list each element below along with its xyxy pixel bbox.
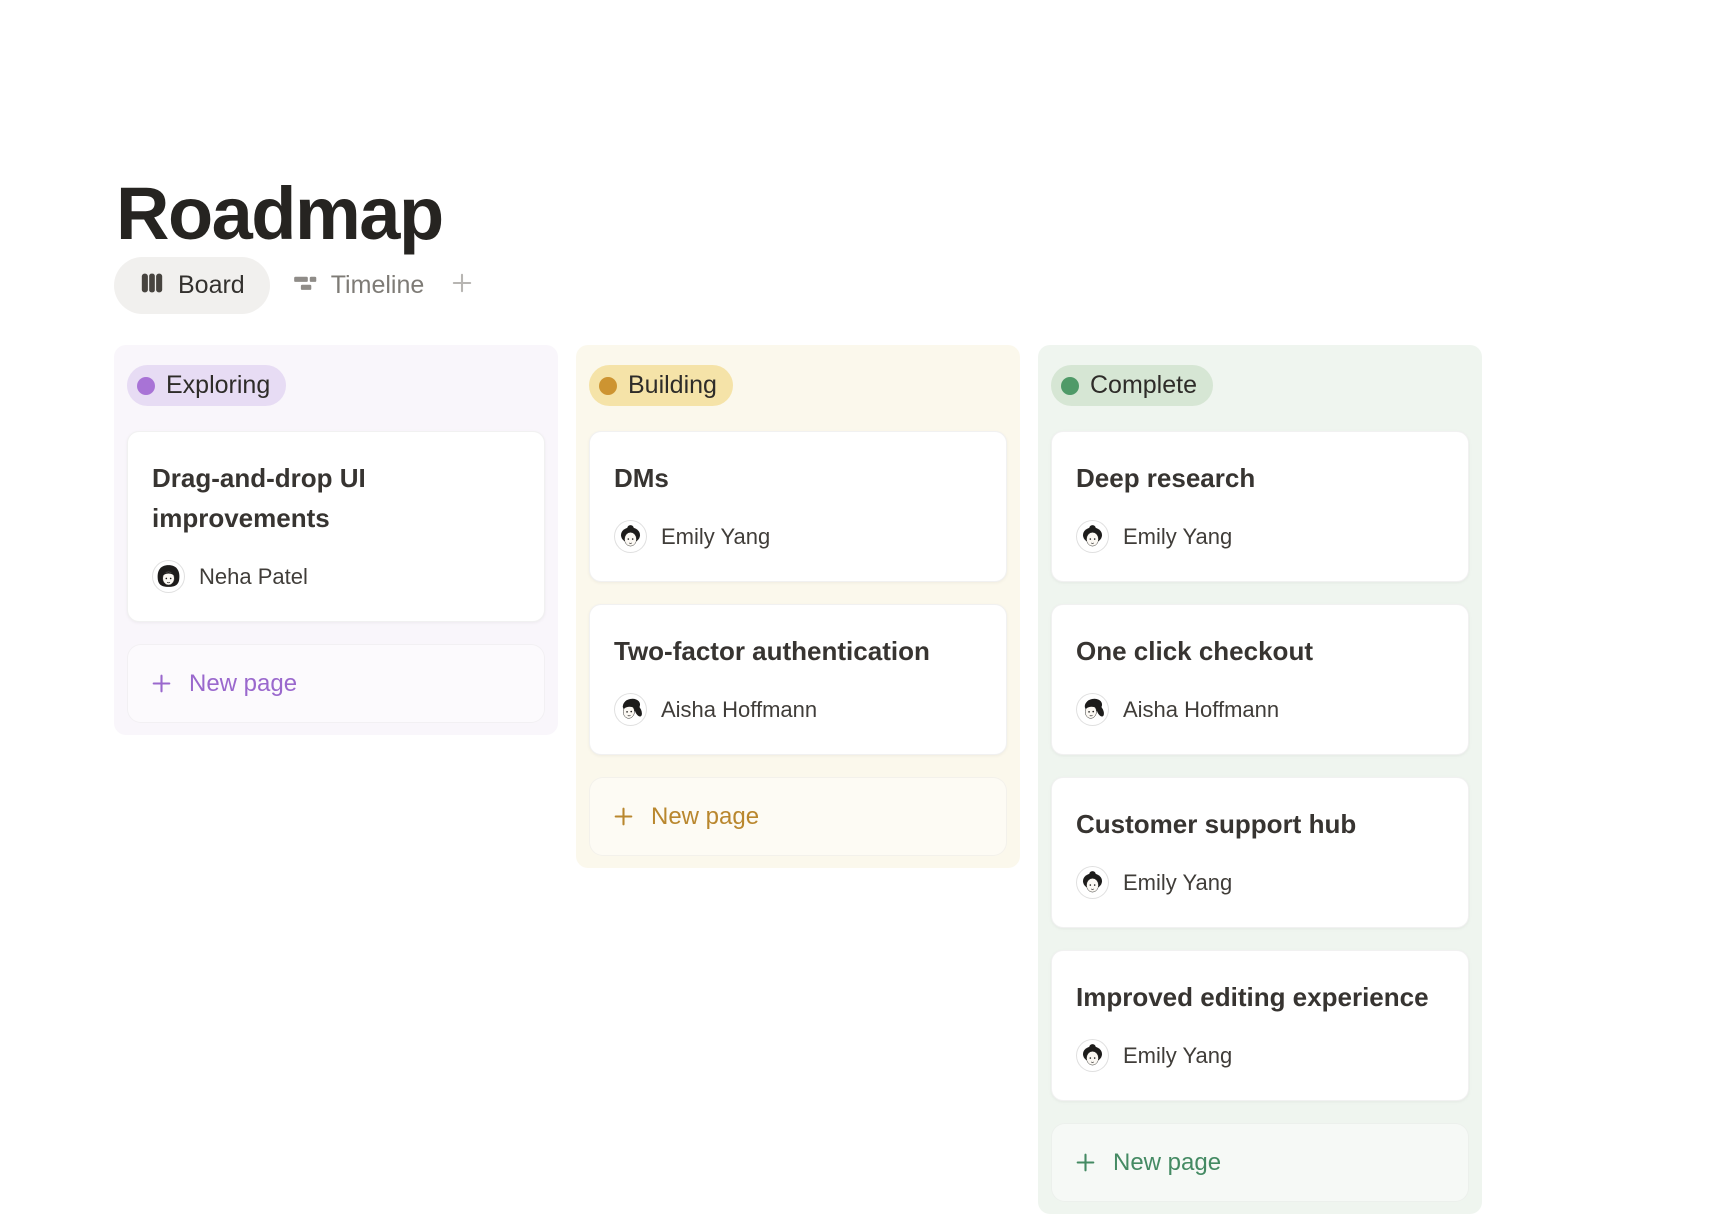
card-title: DMs xyxy=(614,463,669,493)
card-one-click-checkout[interactable]: One click checkout Aisha Hoffmann xyxy=(1051,604,1469,755)
column-label: Complete xyxy=(1090,371,1197,399)
status-dot-exploring xyxy=(137,376,155,395)
column-badge-complete[interactable]: Complete xyxy=(1051,365,1213,406)
card-customer-support-hub[interactable]: Customer support hub Emily Yang xyxy=(1051,777,1469,928)
status-dot-building xyxy=(599,376,617,395)
tab-timeline-label: Timeline xyxy=(330,271,425,299)
new-page-button-building[interactable]: New page xyxy=(589,777,1007,856)
view-tabs: Board Timeline xyxy=(114,257,476,314)
new-page-button-exploring[interactable]: New page xyxy=(127,644,545,723)
card-two-factor-authentication[interactable]: Two-factor authentication Aisha Hoffmann xyxy=(589,604,1007,755)
column-label: Building xyxy=(628,371,717,399)
new-page-label: New page xyxy=(651,802,760,830)
avatar-emily-yang xyxy=(1076,520,1109,553)
plus-icon xyxy=(149,671,174,696)
new-page-label: New page xyxy=(189,669,298,697)
plus-icon xyxy=(611,804,636,829)
column-label: Exploring xyxy=(166,371,271,399)
avatar-aisha-hoffmann xyxy=(614,693,647,726)
add-view-button[interactable] xyxy=(448,269,476,302)
card-improved-editing-experience[interactable]: Improved editing experience Emily Yang xyxy=(1051,950,1469,1101)
card-title: Drag-and-drop UI improvements xyxy=(152,463,366,533)
plus-icon xyxy=(1073,1150,1098,1175)
tab-board[interactable]: Board xyxy=(114,257,270,314)
avatar-emily-yang xyxy=(1076,866,1109,899)
board-icon xyxy=(139,270,165,301)
tab-timeline[interactable]: Timeline xyxy=(292,270,425,301)
assignee-row: Aisha Hoffmann xyxy=(614,693,982,726)
card-title: Two-factor authentication xyxy=(614,636,930,666)
avatar-aisha-hoffmann xyxy=(1076,693,1109,726)
assignee-name: Aisha Hoffmann xyxy=(661,696,818,722)
column-building: Building DMs Emily Yang Two-factor authe… xyxy=(576,345,1020,868)
assignee-name: Aisha Hoffmann xyxy=(1123,696,1280,722)
avatar-emily-yang xyxy=(614,520,647,553)
new-page-label: New page xyxy=(1113,1148,1222,1176)
assignee-name: Emily Yang xyxy=(1123,869,1233,895)
column-complete: Complete Deep research Emily Yang One cl… xyxy=(1038,345,1482,1214)
card-title: One click checkout xyxy=(1076,636,1313,666)
assignee-row: Emily Yang xyxy=(614,520,982,553)
tab-board-label: Board xyxy=(178,271,245,299)
timeline-icon xyxy=(292,270,318,301)
column-badge-exploring[interactable]: Exploring xyxy=(127,365,287,406)
assignee-name: Emily Yang xyxy=(661,523,771,549)
assignee-row: Emily Yang xyxy=(1076,520,1444,553)
avatar-emily-yang xyxy=(1076,1039,1109,1072)
page-title[interactable]: Roadmap xyxy=(116,171,444,255)
new-page-button-complete[interactable]: New page xyxy=(1051,1123,1469,1202)
avatar-neha-patel xyxy=(152,560,185,593)
column-exploring: Exploring Drag-and-drop UI improvements … xyxy=(114,345,558,735)
card-title: Customer support hub xyxy=(1076,809,1357,839)
status-dot-complete xyxy=(1061,376,1079,395)
column-badge-building[interactable]: Building xyxy=(589,365,733,406)
assignee-row: Emily Yang xyxy=(1076,1039,1444,1072)
assignee-row: Emily Yang xyxy=(1076,866,1444,899)
card-title: Deep research xyxy=(1076,463,1256,493)
card-drag-and-drop-ui-improvements[interactable]: Drag-and-drop UI improvements Neha Patel xyxy=(127,431,545,622)
plus-icon xyxy=(448,269,476,302)
card-deep-research[interactable]: Deep research Emily Yang xyxy=(1051,431,1469,582)
assignee-row: Neha Patel xyxy=(152,560,520,593)
assignee-row: Aisha Hoffmann xyxy=(1076,693,1444,726)
card-title: Improved editing experience xyxy=(1076,982,1429,1012)
assignee-name: Emily Yang xyxy=(1123,523,1233,549)
assignee-name: Neha Patel xyxy=(199,563,308,589)
kanban-board: Exploring Drag-and-drop UI improvements … xyxy=(114,345,1482,1214)
card-dms[interactable]: DMs Emily Yang xyxy=(589,431,1007,582)
assignee-name: Emily Yang xyxy=(1123,1042,1233,1068)
